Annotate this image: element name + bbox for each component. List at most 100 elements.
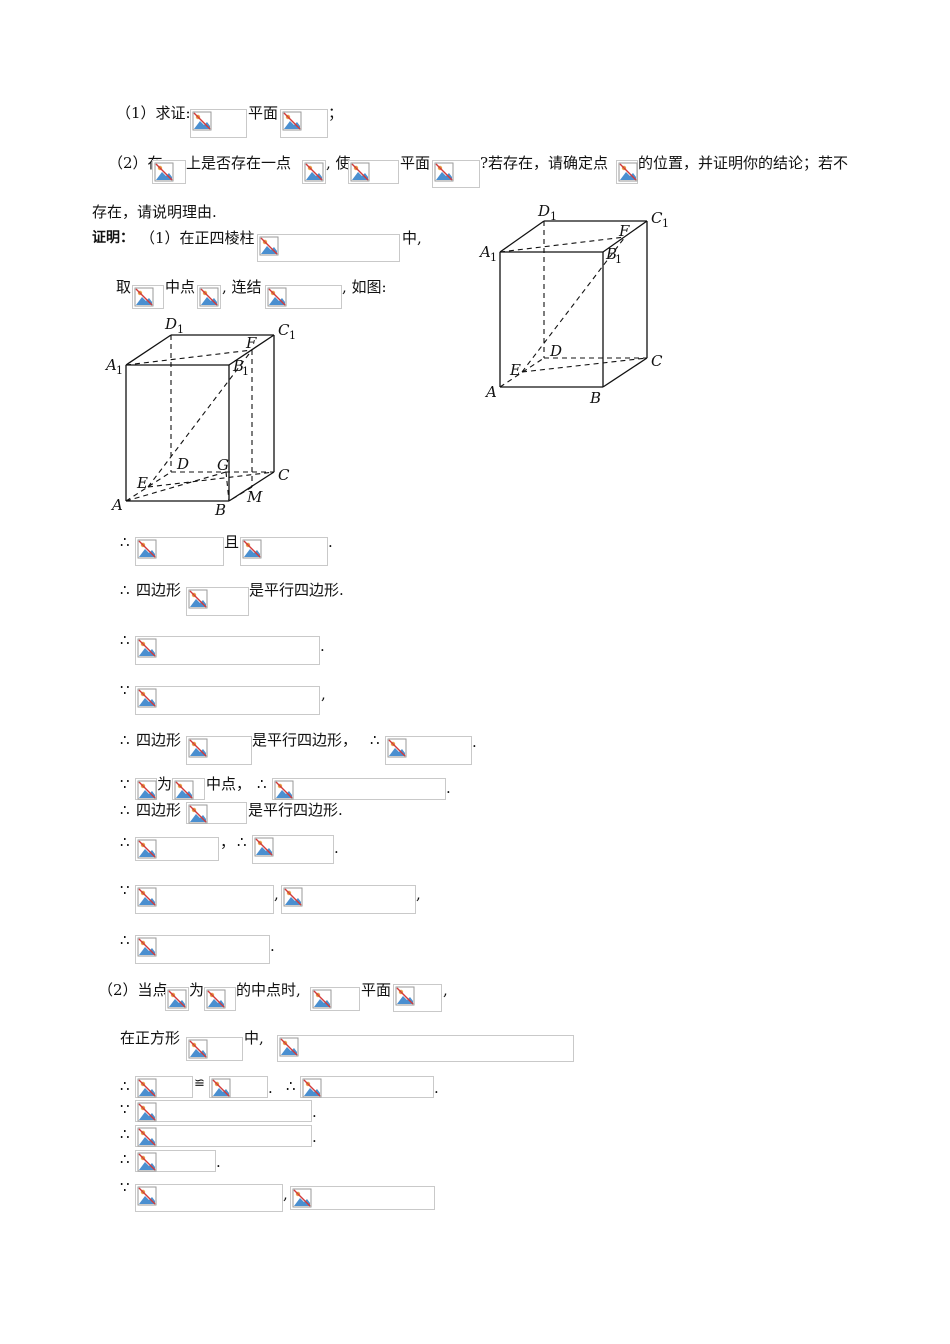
label-b: B — [214, 501, 226, 519]
broken-image-icon — [135, 1100, 312, 1122]
label-a1: A — [478, 243, 491, 261]
dot: . — [268, 1079, 273, 1097]
quad-text: 四边形 — [136, 801, 182, 819]
label-g: G — [217, 456, 229, 474]
broken-image-icon — [385, 736, 472, 765]
take-c: , 连结 — [222, 278, 262, 296]
because-sym: ∵ — [120, 881, 130, 899]
label-m: M — [246, 488, 263, 506]
q2-a: （2）在 — [108, 154, 163, 172]
label-a1-sub: 1 — [490, 251, 497, 264]
square-a: 在正方形 — [120, 1029, 181, 1047]
broken-image-icon — [302, 160, 326, 184]
broken-image-icon — [190, 109, 247, 138]
broken-image-icon — [135, 1076, 193, 1098]
parallelogram-text: 是平行四边形. — [248, 801, 343, 819]
q2-d: 平面 — [400, 154, 431, 172]
label-d1: D — [537, 202, 550, 220]
broken-image-icon — [265, 285, 342, 309]
dot: . — [446, 779, 451, 797]
broken-image-icon — [252, 835, 334, 864]
broken-image-icon — [186, 1037, 243, 1061]
therefore-sym: ∴ — [120, 581, 130, 599]
parallelogram-text: 是平行四边形， — [252, 731, 358, 749]
broken-image-icon — [135, 837, 219, 861]
broken-image-icon — [432, 160, 480, 188]
because-sym: ∵ — [120, 1178, 130, 1196]
therefore-sym: ∴ — [120, 931, 130, 949]
therefore-sym: ∴ — [120, 833, 130, 851]
when-c: 的中点时, — [236, 981, 301, 999]
q2-g: 存在，请说明理由. — [92, 203, 217, 221]
comma: , — [321, 685, 326, 703]
because-sym: ∵ — [120, 1100, 130, 1118]
label-c: C — [278, 466, 290, 484]
broken-image-icon — [186, 802, 247, 824]
label-d: D — [549, 342, 562, 360]
take-a: 取 — [116, 278, 132, 296]
q1-plane: 平面 — [248, 104, 279, 122]
broken-image-icon — [204, 987, 236, 1011]
broken-image-icon — [197, 285, 221, 309]
therefore-sym: ∴ — [120, 1077, 130, 1095]
broken-image-icon — [135, 1150, 216, 1172]
dot: . — [312, 1103, 317, 1121]
dot: . — [472, 733, 477, 751]
broken-image-icon — [135, 1125, 312, 1147]
label-c1: C — [278, 321, 290, 339]
q2-b: 上是否存在一点 — [186, 154, 292, 172]
broken-image-icon — [616, 160, 638, 184]
broken-image-icon — [310, 987, 360, 1011]
dot: . — [270, 937, 275, 955]
broken-image-icon — [290, 1186, 435, 1210]
therefore-sym: ∴ — [370, 731, 380, 749]
label-b1: B — [232, 357, 244, 375]
label-c1-sub: 1 — [289, 329, 296, 342]
comma: , — [283, 1185, 288, 1203]
when-b: 为 — [189, 981, 205, 999]
label-f: F — [618, 222, 630, 240]
label-c1: C — [651, 209, 663, 227]
broken-image-icon — [135, 778, 157, 800]
and-text: 且 — [224, 533, 240, 551]
broken-image-icon — [257, 234, 400, 262]
therefore-sym: ∴ — [120, 631, 130, 649]
therefore-sym: ∴ — [120, 533, 130, 551]
broken-image-icon — [152, 160, 186, 184]
square-b: 中, — [244, 1029, 264, 1047]
comma-cn: ， — [220, 833, 236, 851]
therefore-sym: ∴ — [120, 1150, 130, 1168]
broken-image-icon — [132, 285, 164, 309]
label-a: A — [484, 383, 497, 401]
label-d1: D — [164, 315, 177, 333]
broken-image-icon — [300, 1076, 434, 1098]
therefore-sym: ∴ — [257, 775, 267, 793]
label-b1-sub: 1 — [615, 253, 622, 266]
q1-end: ； — [328, 104, 344, 122]
comma: , — [274, 885, 279, 903]
therefore-sym: ∴ — [120, 801, 130, 819]
quad-text: 四边形 — [136, 581, 182, 599]
when-a: （2）当点 — [98, 981, 168, 999]
comma: , — [416, 885, 421, 903]
broken-image-icon — [393, 984, 442, 1012]
broken-image-icon — [135, 537, 224, 566]
quad-text: 四边形 — [136, 731, 182, 749]
broken-image-icon — [135, 1184, 283, 1212]
label-a: A — [110, 496, 123, 514]
q1-prefix: （1）求证: — [116, 104, 191, 122]
is-text: 为 — [157, 775, 173, 793]
broken-image-icon — [135, 686, 320, 715]
prism-figure-right: D 1 C 1 F A 1 B 1 D C E A B — [478, 202, 669, 407]
dot: . — [312, 1128, 317, 1146]
broken-image-icon — [281, 885, 416, 914]
therefore-sym: ∴ — [286, 1077, 296, 1095]
label-d: D — [176, 455, 189, 473]
label-e: E — [509, 361, 521, 379]
therefore-sym: ∴ — [237, 833, 247, 851]
label-c1-sub: 1 — [662, 217, 669, 230]
when-e: , — [443, 981, 448, 999]
prism-figure-left: D 1 C 1 F A 1 B 1 D G C E A B M — [104, 315, 296, 519]
therefore-sym: ∴ — [120, 731, 130, 749]
broken-image-icon — [272, 778, 446, 800]
